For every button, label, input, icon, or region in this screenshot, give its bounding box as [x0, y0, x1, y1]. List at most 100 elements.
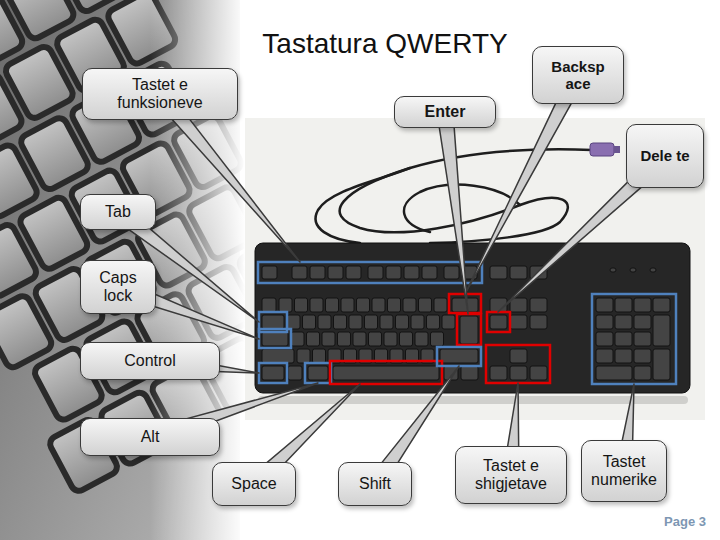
key	[386, 266, 401, 279]
callout-text: Tastet e shigjetave	[463, 457, 559, 494]
key	[349, 315, 362, 329]
key	[634, 349, 651, 363]
key	[415, 332, 428, 346]
key	[610, 268, 616, 272]
key	[596, 298, 613, 312]
key	[411, 315, 424, 329]
key	[615, 332, 632, 346]
shift-highlight	[437, 347, 481, 366]
cable	[316, 168, 410, 243]
control-highlight	[259, 363, 287, 383]
callout-text: Shift	[346, 475, 404, 493]
key	[596, 315, 613, 329]
key	[444, 266, 459, 279]
key	[596, 332, 613, 346]
callout-text: Tastet numerike	[589, 453, 659, 490]
key	[510, 366, 527, 380]
key	[262, 366, 284, 380]
callout-bubble: Tab	[80, 194, 156, 230]
key	[396, 315, 409, 329]
key	[403, 298, 416, 312]
key	[634, 332, 651, 346]
key	[262, 266, 277, 279]
key	[388, 298, 401, 312]
callout-text: Dele te	[634, 147, 696, 164]
key	[310, 298, 323, 312]
key	[530, 366, 547, 380]
callout-text: Enter	[402, 103, 488, 121]
key	[634, 298, 651, 312]
key	[346, 266, 361, 279]
callout-text: Tab	[88, 203, 148, 221]
caps-highlight	[259, 329, 291, 348]
key	[333, 366, 439, 380]
callout-bubble: Control	[80, 342, 220, 380]
key	[353, 332, 366, 346]
callout-bubble: Dele te	[626, 124, 704, 188]
key	[287, 315, 300, 329]
key	[427, 315, 440, 329]
key	[400, 332, 413, 346]
key	[615, 298, 632, 312]
key	[615, 349, 632, 363]
key	[334, 315, 347, 329]
key	[326, 298, 339, 312]
callout-bubble: Backsp ace	[532, 46, 624, 104]
key	[653, 315, 670, 346]
callout-pointer	[437, 111, 468, 314]
callout-text: Alt	[88, 428, 212, 446]
key	[440, 349, 478, 363]
key	[452, 298, 478, 312]
key	[461, 366, 478, 380]
key	[262, 315, 284, 329]
key	[322, 332, 335, 346]
key	[279, 298, 292, 312]
key	[369, 332, 382, 346]
key	[510, 349, 527, 363]
key	[328, 266, 343, 279]
key	[365, 315, 378, 329]
callout-bubble: Shift	[338, 462, 412, 506]
key	[490, 315, 507, 329]
key	[634, 315, 651, 329]
key	[630, 268, 636, 272]
key	[310, 266, 325, 279]
key	[380, 315, 393, 329]
key	[490, 266, 507, 279]
key	[422, 266, 437, 279]
key	[291, 332, 304, 346]
key	[292, 266, 307, 279]
key	[288, 366, 302, 380]
key	[510, 315, 527, 329]
key	[308, 366, 328, 380]
callout-text: Space	[220, 475, 288, 493]
key	[295, 298, 308, 312]
callout-bubble: Space	[212, 462, 296, 506]
key	[434, 298, 447, 312]
key	[313, 349, 326, 363]
key	[262, 349, 294, 363]
callout-bubble: Tastet numerike	[581, 440, 667, 502]
key	[303, 315, 316, 329]
callout-bubble: Caps lock	[80, 260, 156, 314]
callout-text: Control	[88, 352, 212, 370]
key	[384, 332, 397, 346]
key	[650, 268, 656, 272]
function-keys-highlight	[258, 262, 482, 283]
callout-bubble: Alt	[80, 418, 220, 456]
ps2-plug	[590, 143, 614, 156]
callout-text: Tastet e funksioneve	[90, 76, 230, 113]
enter-highlight	[457, 314, 481, 345]
cable	[340, 149, 592, 243]
key	[431, 332, 444, 346]
key	[653, 349, 670, 380]
keyboard-photo	[245, 118, 705, 420]
key	[341, 298, 354, 312]
key	[530, 298, 547, 312]
keyboard-body	[255, 243, 690, 393]
page-number: Page 3	[664, 514, 706, 529]
slide-title: Tastatura QWERTY	[200, 28, 570, 60]
key	[460, 316, 478, 344]
key	[510, 266, 527, 279]
key	[615, 315, 632, 329]
